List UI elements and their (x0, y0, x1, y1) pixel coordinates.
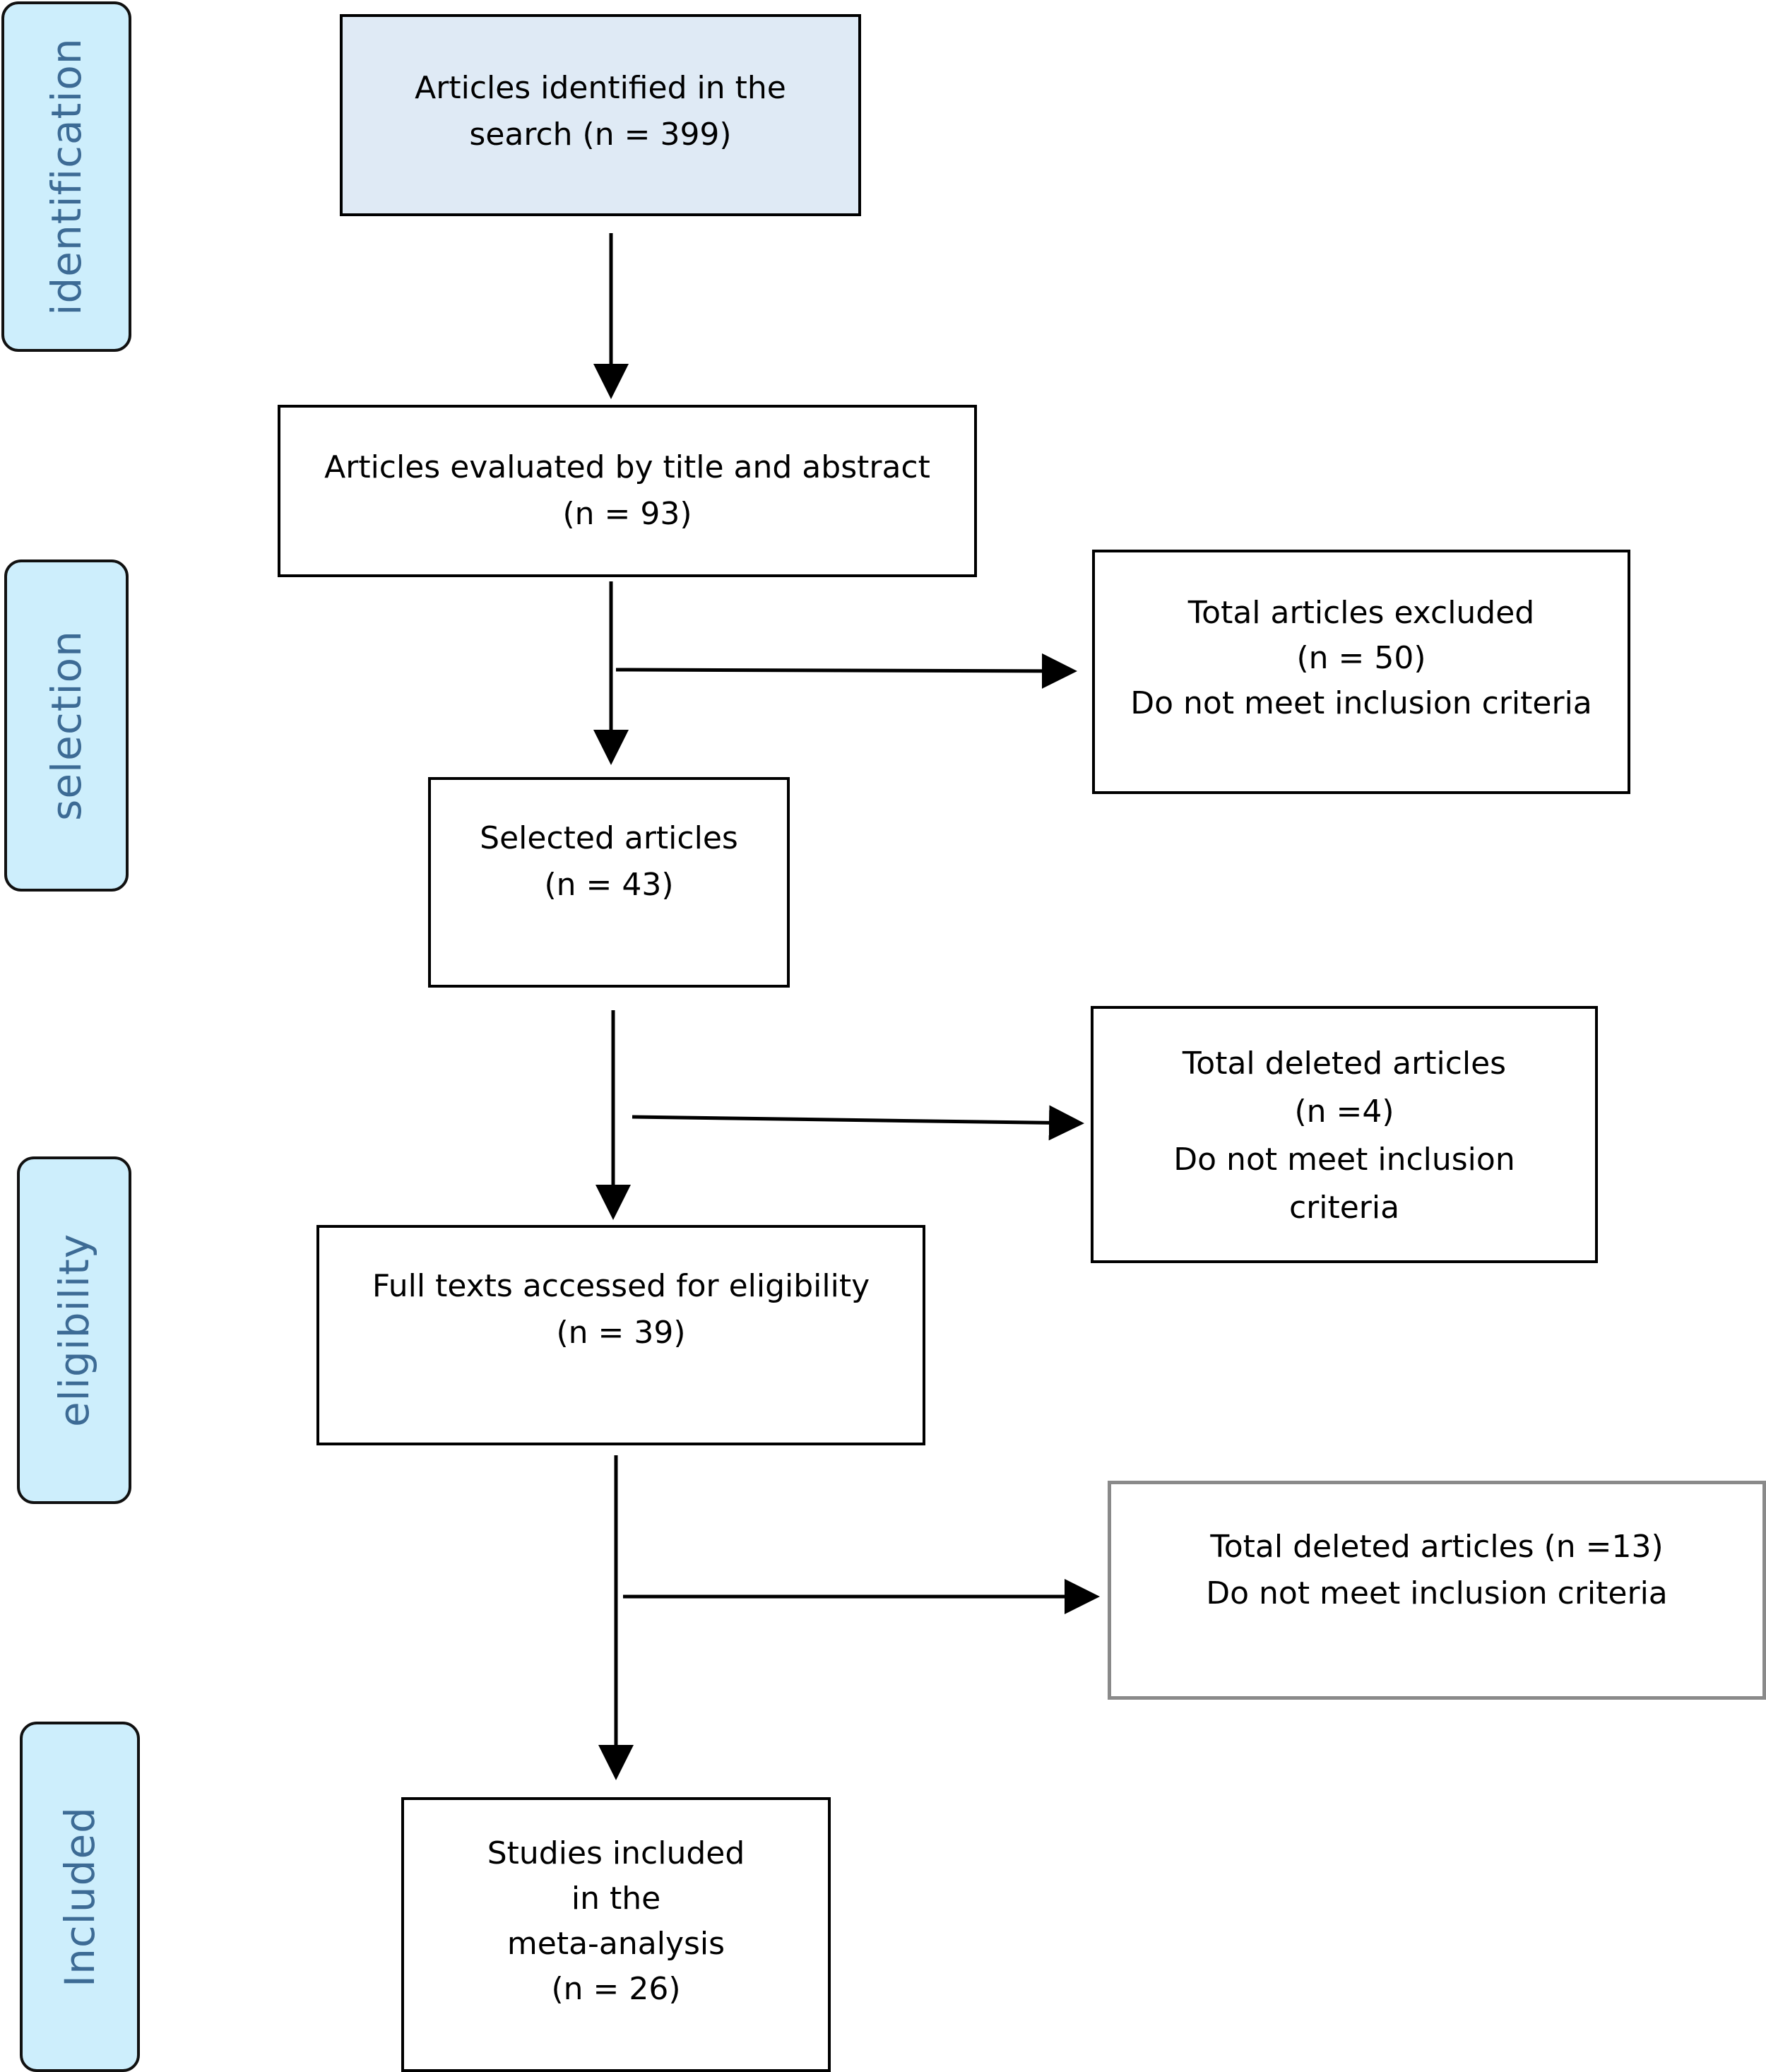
phase-eligibility: eligibility (17, 1156, 131, 1504)
box-articles-excluded: Total articles excluded (n = 50) Do not … (1092, 550, 1630, 794)
box-articles-excluded-line-2: (n = 50) (1296, 640, 1426, 676)
box-deleted-articles-1: Total deleted articles (n =4) Do not mee… (1091, 1006, 1598, 1263)
box-deleted-articles-1-line-3: Do not meet inclusion (1173, 1142, 1515, 1178)
arrow-to-deleted-1 (632, 1105, 1084, 1141)
box-articles-evaluated-line-1: Articles evaluated by title and abstract (324, 449, 930, 485)
box-studies-included: Studies included in the meta-analysis (n… (401, 1797, 831, 2072)
box-full-texts: Full texts accessed for eligibility (n =… (316, 1225, 925, 1445)
box-articles-evaluated: Articles evaluated by title and abstract… (278, 405, 977, 577)
box-deleted-articles-1-line-4: criteria (1288, 1190, 1400, 1226)
box-articles-evaluated-line-2: (n = 93) (562, 496, 692, 532)
box-studies-included-line-4: (n = 26) (551, 1971, 681, 2007)
box-studies-included-line-1: Studies included (487, 1835, 745, 1871)
box-full-texts-line-2: (n = 39) (556, 1315, 686, 1351)
phase-selection: selection (4, 560, 129, 892)
phase-included: Included (20, 1722, 140, 2072)
box-articles-excluded-line-1: Total articles excluded (1187, 595, 1535, 631)
box-selected-articles-line-2: (n = 43) (544, 867, 674, 903)
box-deleted-articles-2-line-2: Do not meet inclusion criteria (1206, 1575, 1668, 1611)
box-selected-articles-line-1: Selected articles (480, 820, 738, 856)
box-selected-articles: Selected articles (n = 43) (428, 777, 790, 988)
box-articles-identified-line-1: Articles identified in the (415, 70, 786, 106)
arrow-to-excluded (615, 653, 1077, 689)
box-deleted-articles-2-line-1: Total deleted articles (n =13) (1210, 1529, 1664, 1565)
box-articles-identified-line-2: search (n = 399) (469, 117, 732, 153)
box-studies-included-line-3: meta-analysis (506, 1926, 725, 1962)
box-deleted-articles-1-line-1: Total deleted articles (1182, 1046, 1507, 1082)
box-articles-identified: Articles identified in the search (n = 3… (340, 14, 861, 216)
box-full-texts-line-1: Full texts accessed for eligibility (372, 1268, 870, 1304)
box-deleted-articles-1-line-2: (n =4) (1294, 1094, 1394, 1130)
box-studies-included-line-2: in the (571, 1881, 661, 1917)
phase-identification: identification (1, 1, 131, 352)
box-deleted-articles-2: Total deleted articles (n =13) Do not me… (1108, 1481, 1766, 1700)
box-articles-excluded-line-3: Do not meet inclusion criteria (1130, 685, 1592, 721)
